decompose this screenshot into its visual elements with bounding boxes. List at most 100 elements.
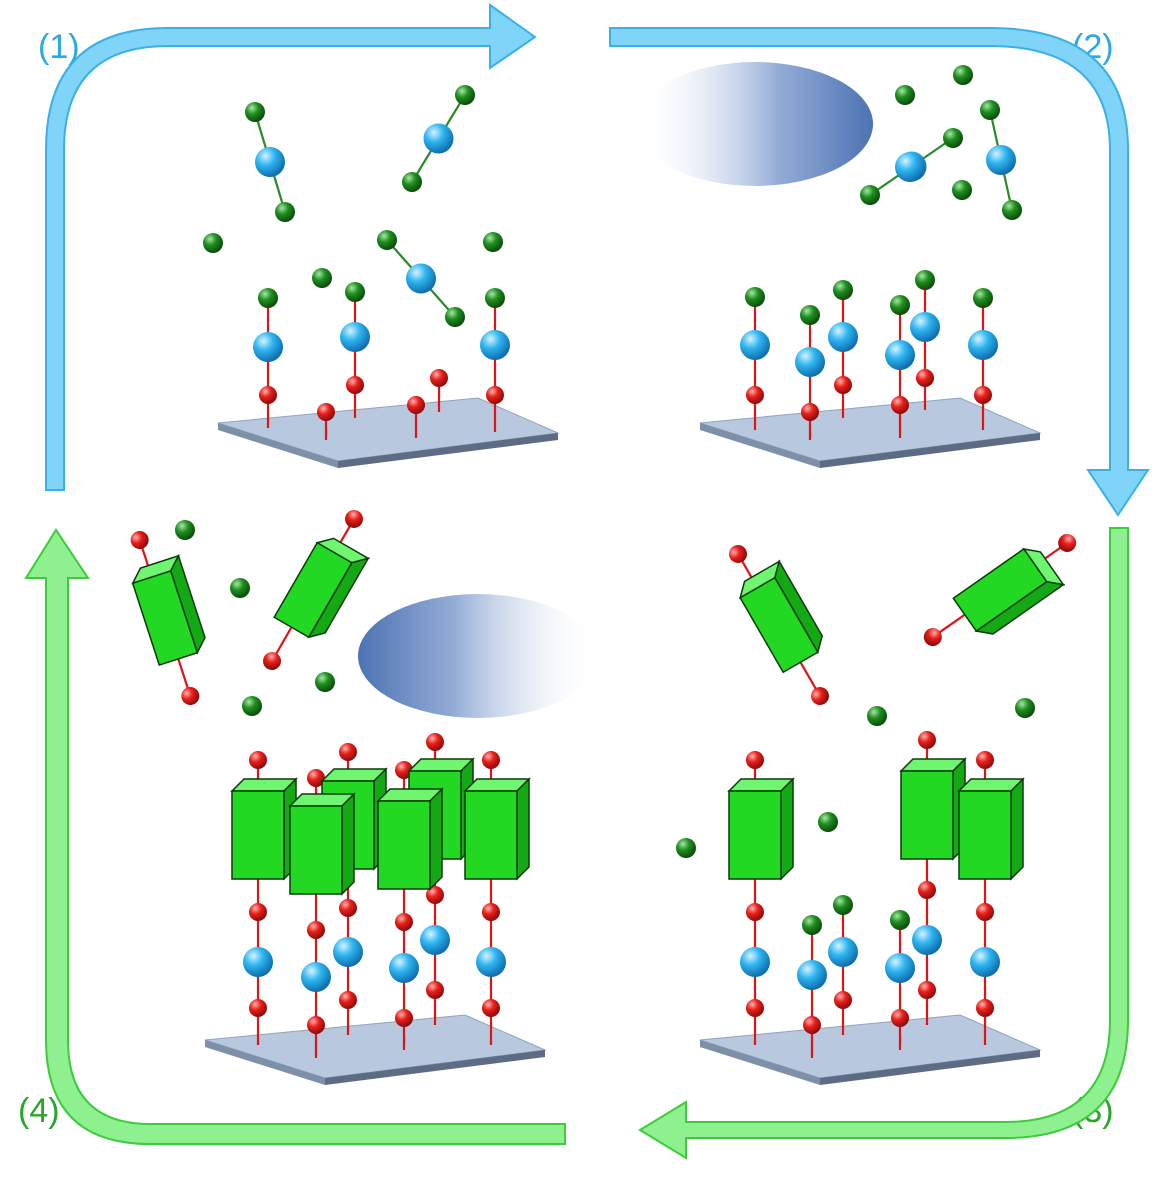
ligand-atom (402, 172, 422, 192)
metal-atom (795, 347, 825, 377)
hydroxyl-atom (918, 981, 936, 999)
ligand-atom (455, 85, 475, 105)
hydroxyl-atom (486, 386, 504, 404)
arrow-step-2 (609, 27, 1150, 517)
hydroxyl-atom (976, 903, 994, 921)
hydroxyl-atom (395, 1009, 413, 1027)
metal-atom (895, 152, 925, 182)
arrow-step-4 (24, 528, 566, 1145)
hydroxyl-atom (1058, 533, 1077, 552)
hydroxyl-atom (746, 999, 764, 1017)
hydroxyl-atom (976, 751, 994, 769)
metal-atom (255, 147, 285, 177)
coreactant-block (727, 777, 795, 881)
free-coreactant-a (729, 544, 829, 706)
metal-atom (797, 960, 827, 990)
coreactant-block (957, 777, 1025, 881)
hydroxyl-atom (249, 999, 267, 1017)
hydroxyl-atom (746, 903, 764, 921)
arrow-step-1 (45, 3, 537, 491)
byproduct-atom (230, 578, 250, 598)
coreactant-block (463, 777, 531, 881)
hydroxyl-atom (339, 991, 357, 1009)
arrow-step-3 (638, 527, 1129, 1160)
hydroxyl-atom (430, 369, 448, 387)
hydroxyl-atom (482, 903, 500, 921)
byproduct-atom (895, 85, 915, 105)
byproduct-atom (312, 268, 332, 288)
free-coreactant-c (130, 531, 206, 705)
hydroxyl-atom (130, 531, 149, 550)
metal-atom (970, 947, 1000, 977)
byproduct-atom (203, 233, 223, 253)
byproduct-atom (242, 696, 262, 716)
step-label-1: (1) (38, 28, 80, 66)
precursor-pulse-b (358, 594, 598, 718)
hydroxyl-atom (729, 544, 747, 563)
coreactant-block (230, 777, 298, 881)
metal-atom (420, 925, 450, 955)
ligand-atom (377, 230, 397, 250)
byproduct-atom (953, 65, 973, 85)
ligand-atom (915, 270, 935, 290)
hydroxyl-atom (801, 403, 819, 421)
ligand-atom (275, 202, 295, 222)
coreactant-block (376, 787, 444, 891)
substrate-2 (699, 397, 1042, 468)
coreactant-block (288, 792, 356, 896)
hydroxyl-atom (891, 396, 909, 414)
byproduct-atom (952, 180, 972, 200)
ligand-atom (833, 895, 853, 915)
hydroxyl-atom (976, 999, 994, 1017)
ligand-atom (890, 910, 910, 930)
metal-atom (740, 330, 770, 360)
free-coreactant-b (923, 533, 1077, 647)
ligand-atom (973, 288, 993, 308)
substrates (204, 397, 1042, 1085)
hydroxyl-atom (923, 628, 942, 647)
metal-atom (389, 953, 419, 983)
metal-atom (828, 937, 858, 967)
hydroxyl-atom (746, 751, 764, 769)
metal-atom (885, 953, 915, 983)
metal-atom (740, 947, 770, 977)
ligand-atom (258, 288, 278, 308)
hydroxyl-atom (345, 509, 363, 528)
hydroxyl-atom (891, 1009, 909, 1027)
hydroxyl-atom (407, 396, 425, 414)
hydroxyl-atom (916, 369, 934, 387)
metal-atom (986, 145, 1016, 175)
ligand-atom (980, 100, 1000, 120)
ligand-atom (745, 287, 765, 307)
ligand-atom (800, 305, 820, 325)
metal-atom (423, 123, 454, 154)
substrate-3 (699, 1014, 1042, 1085)
metal-atom (912, 925, 942, 955)
hydroxyl-atom (181, 686, 200, 705)
hydroxyl-atom (426, 733, 444, 751)
hydroxyl-atom (803, 1016, 821, 1034)
byproduct-atom (315, 672, 335, 692)
ligand-atom (345, 282, 365, 302)
hydroxyl-atom (263, 652, 281, 671)
hydroxyl-atom (249, 751, 267, 769)
hydroxyl-atom (339, 899, 357, 917)
hydroxyl-atom (426, 981, 444, 999)
ligand-atom (860, 185, 880, 205)
byproduct-atom (676, 838, 696, 858)
byproduct-atom (483, 232, 503, 252)
ligand-atom (943, 128, 963, 148)
metal-atom (333, 937, 363, 967)
molecules (130, 65, 1077, 1058)
hydroxyl-atom (317, 403, 335, 421)
hydroxyl-atom (974, 386, 992, 404)
hydroxyl-atom (482, 751, 500, 769)
hydroxyl-atom (346, 376, 364, 394)
hydroxyl-atom (746, 386, 764, 404)
metal-atom (406, 263, 436, 294)
hydroxyl-atom (395, 913, 413, 931)
ligand-atom (802, 915, 822, 935)
metal-atom (243, 947, 273, 977)
precursor-pulses (358, 62, 873, 718)
metal-atom (476, 947, 506, 977)
